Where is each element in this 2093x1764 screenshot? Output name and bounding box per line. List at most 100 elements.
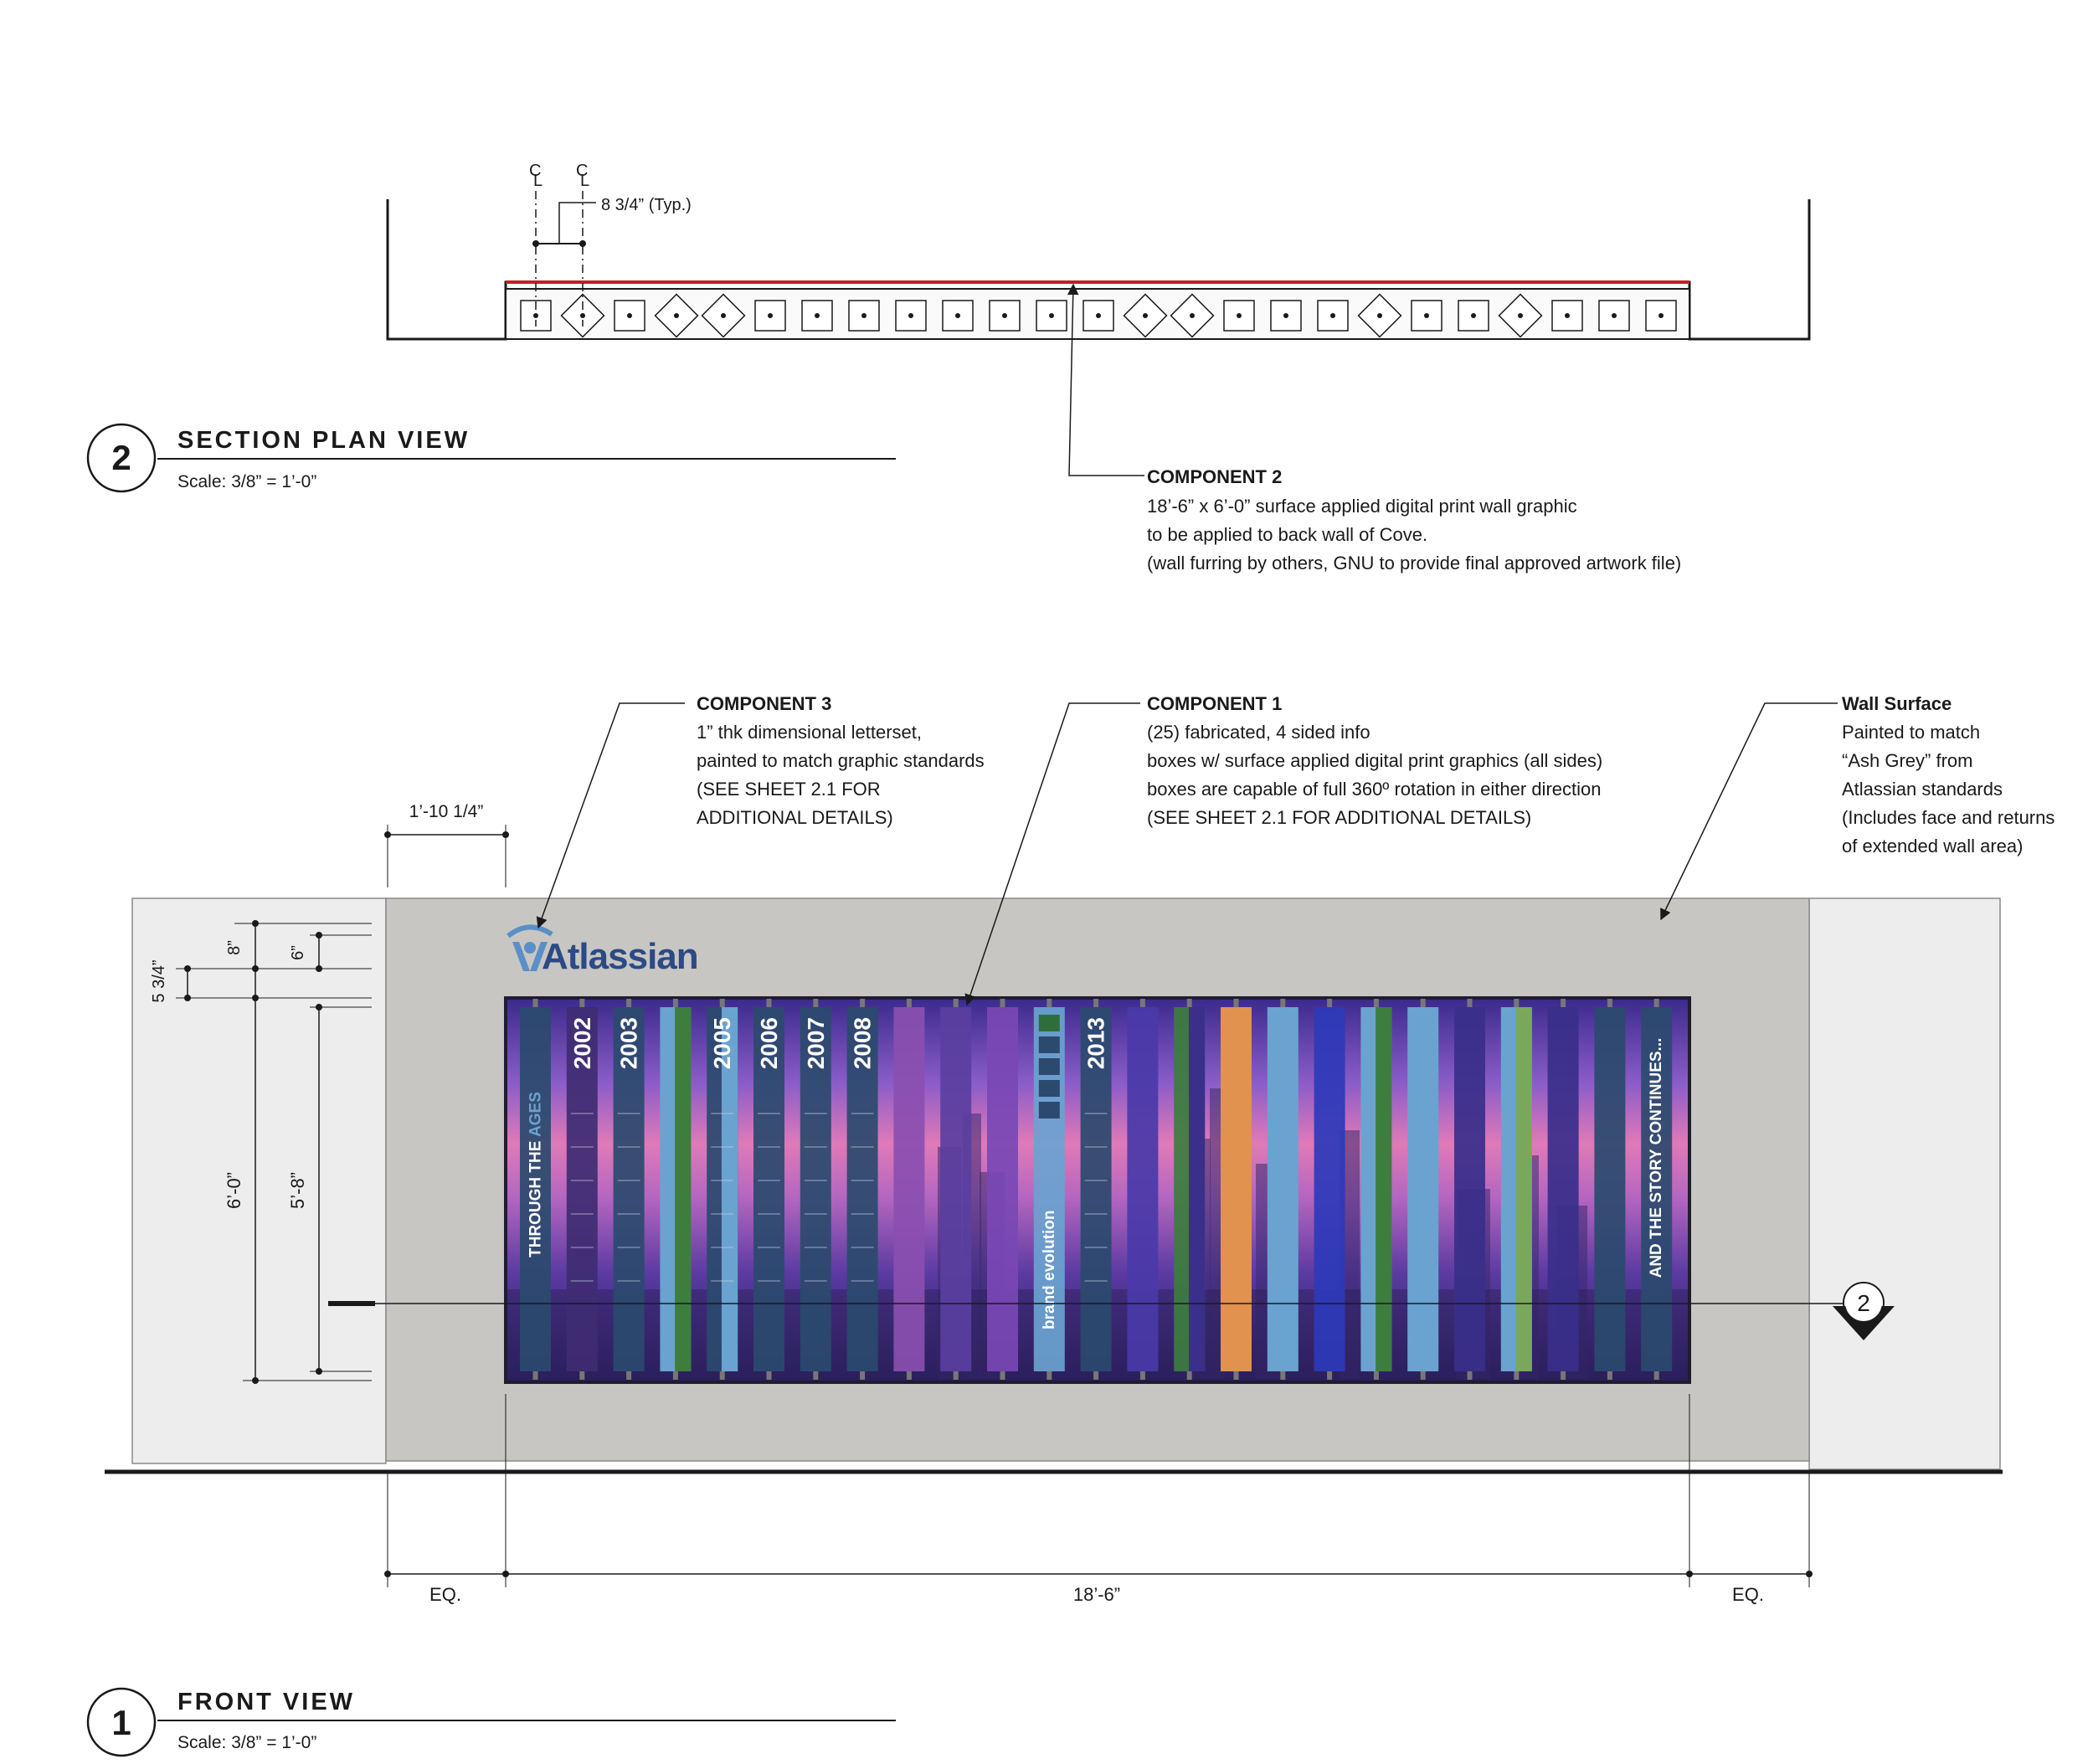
component-2-line: 18’-6” x 6’-0” surface applied digital p… xyxy=(1147,496,1577,517)
component-1-line: (25) fabricated, 4 sided info xyxy=(1147,722,1370,743)
info-box-panel[interactable] xyxy=(1174,999,1206,1380)
panel-face xyxy=(1641,1007,1673,1371)
panel-side-face xyxy=(1376,1007,1392,1371)
panel-pivot-bottom xyxy=(1373,1371,1379,1380)
panel-pivot-bottom xyxy=(1093,1371,1099,1380)
info-box-panel[interactable]: 2007 xyxy=(800,999,831,1380)
plan-info-box xyxy=(1551,300,1583,332)
info-box-panel[interactable]: 2002 xyxy=(566,999,598,1380)
info-box-panel[interactable]: 2003 xyxy=(613,999,645,1380)
component-2-line: (wall furring by others, GNU to provide … xyxy=(1147,553,1681,573)
brand-logo-icon xyxy=(1038,1015,1060,1031)
panel-pivot-top xyxy=(953,999,959,1007)
info-box-panel[interactable]: 2013 xyxy=(1080,999,1112,1380)
panel-pivot-bottom xyxy=(579,1371,585,1380)
plan-info-box xyxy=(754,300,786,332)
section-marker-number: 2 xyxy=(1857,1290,1870,1316)
component-2-note: COMPONENT 2 18’-6” x 6’-0” surface appli… xyxy=(1147,466,1681,573)
panel-label: 2013 xyxy=(1083,1017,1109,1069)
panel-pivot-bottom xyxy=(953,1371,959,1380)
info-box-panel[interactable]: AND THE STORY CONTINUES... xyxy=(1641,999,1673,1380)
info-box-panel[interactable] xyxy=(1360,999,1392,1380)
centerline-label-sub: L xyxy=(580,172,589,190)
info-box-panel[interactable] xyxy=(1267,999,1298,1380)
plan-info-box xyxy=(1498,293,1543,338)
panel-pivot-bottom xyxy=(1607,1371,1612,1380)
plan-info-box xyxy=(1411,300,1442,332)
panel-pivot-bottom xyxy=(1046,1371,1052,1380)
component-1-line: (SEE SHEET 2.1 FOR ADDITIONAL DETAILS) xyxy=(1147,807,1531,828)
plan-info-box xyxy=(1645,300,1677,332)
panel-pivot-bottom xyxy=(1280,1371,1286,1380)
plan-info-box xyxy=(1317,300,1349,332)
info-box-panel[interactable]: brand evolution xyxy=(1033,999,1065,1380)
info-box-panel[interactable] xyxy=(1454,999,1485,1380)
info-box-panel[interactable] xyxy=(987,999,1018,1380)
panel-pivot-top xyxy=(1467,999,1473,1007)
panel-pivot-top xyxy=(579,999,585,1007)
component-3-note: COMPONENT 3 1” thk dimensional letterset… xyxy=(697,693,985,828)
wall-surface-line: Atlassian standards xyxy=(1842,779,2003,800)
plan-info-box xyxy=(1598,300,1630,332)
plan-info-box xyxy=(801,300,833,332)
component-3-line: ADDITIONAL DETAILS) xyxy=(697,807,893,828)
panel-pivot-top xyxy=(1373,999,1379,1007)
panel-face xyxy=(1267,1007,1298,1371)
panel-pivot-top xyxy=(1653,999,1659,1007)
info-box-panel[interactable] xyxy=(1547,999,1579,1380)
info-box-panel[interactable] xyxy=(1314,999,1345,1380)
info-box-panel[interactable] xyxy=(1221,999,1252,1380)
plan-info-box xyxy=(1270,300,1302,332)
wall-surface-note: Wall Surface Painted to match “Ash Grey”… xyxy=(1842,693,2054,856)
plan-info-box xyxy=(1357,293,1402,338)
info-box-panel[interactable] xyxy=(1127,999,1159,1380)
wall-surface-line: (Includes face and returns xyxy=(1842,807,2054,828)
panel-label: brand evolution xyxy=(1041,1211,1058,1330)
centerline-label-sub: L xyxy=(533,172,543,190)
panel-pivot-bottom xyxy=(1653,1371,1659,1380)
panel-pivot-top xyxy=(1514,999,1520,1007)
info-box-panel[interactable]: 2006 xyxy=(753,999,784,1380)
dim-left-stack: 8” 6” 5 3/4” 6’-0” 5’-8” xyxy=(150,920,372,1384)
panel-face xyxy=(1127,1007,1159,1371)
component-1-line: boxes are capable of full 360º rotation … xyxy=(1147,779,1601,800)
panel-face xyxy=(520,1007,551,1371)
spacing-note: 8 3/4” (Typ.) xyxy=(601,196,692,214)
plan-info-box xyxy=(1223,300,1255,332)
brand-logo-icon xyxy=(1038,1036,1060,1053)
dim-top-offset: 1’-10 1/4” xyxy=(384,802,509,887)
extended-wall-left xyxy=(131,897,387,1464)
info-box-panel[interactable] xyxy=(940,999,972,1380)
panel-pivot-bottom xyxy=(906,1371,912,1380)
panel-face xyxy=(800,1007,831,1371)
info-box-panel[interactable] xyxy=(893,999,925,1380)
info-box-panel[interactable] xyxy=(1500,999,1532,1380)
panel-pivot-bottom xyxy=(766,1371,772,1380)
panel-pivot-bottom xyxy=(860,1371,866,1380)
panel-label: 2007 xyxy=(803,1017,829,1069)
component-1-heading: COMPONENT 1 xyxy=(1147,693,1282,714)
section-plan-scale: Scale: 3/8” = 1’-0” xyxy=(177,472,316,491)
dim-5-3-4in-label: 5 3/4” xyxy=(150,959,168,1002)
panel-pivot-bottom xyxy=(626,1371,632,1380)
component-1-note: COMPONENT 1 (25) fabricated, 4 sided inf… xyxy=(1147,693,1602,828)
component-2-line: to be applied to back wall of Cove. xyxy=(1147,524,1427,545)
wall-surface-heading: Wall Surface xyxy=(1842,693,1952,714)
panel-pivot-top xyxy=(813,999,819,1007)
info-box-panel[interactable]: THROUGH THE AGES xyxy=(520,999,551,1380)
panel-face xyxy=(940,1007,972,1371)
component-3-line: painted to match graphic standards xyxy=(697,750,985,771)
panel-pivot-bottom xyxy=(532,1371,538,1380)
info-box-panel[interactable] xyxy=(1594,999,1626,1380)
info-box-panel[interactable]: 2005 xyxy=(707,999,738,1380)
dim-8in-label: 8” xyxy=(225,940,244,955)
component-3-line: 1” thk dimensional letterset, xyxy=(697,722,922,743)
section-marker: 2 xyxy=(1833,1282,1895,1340)
info-box-panel[interactable] xyxy=(1407,999,1439,1380)
component-2-heading: COMPONENT 2 xyxy=(1147,466,1282,487)
panel-face xyxy=(1080,1007,1112,1371)
dim-5ft8-label: 5’-8” xyxy=(287,1172,308,1209)
info-box-panel[interactable]: 2008 xyxy=(846,999,878,1380)
info-box-panel[interactable] xyxy=(660,999,692,1380)
